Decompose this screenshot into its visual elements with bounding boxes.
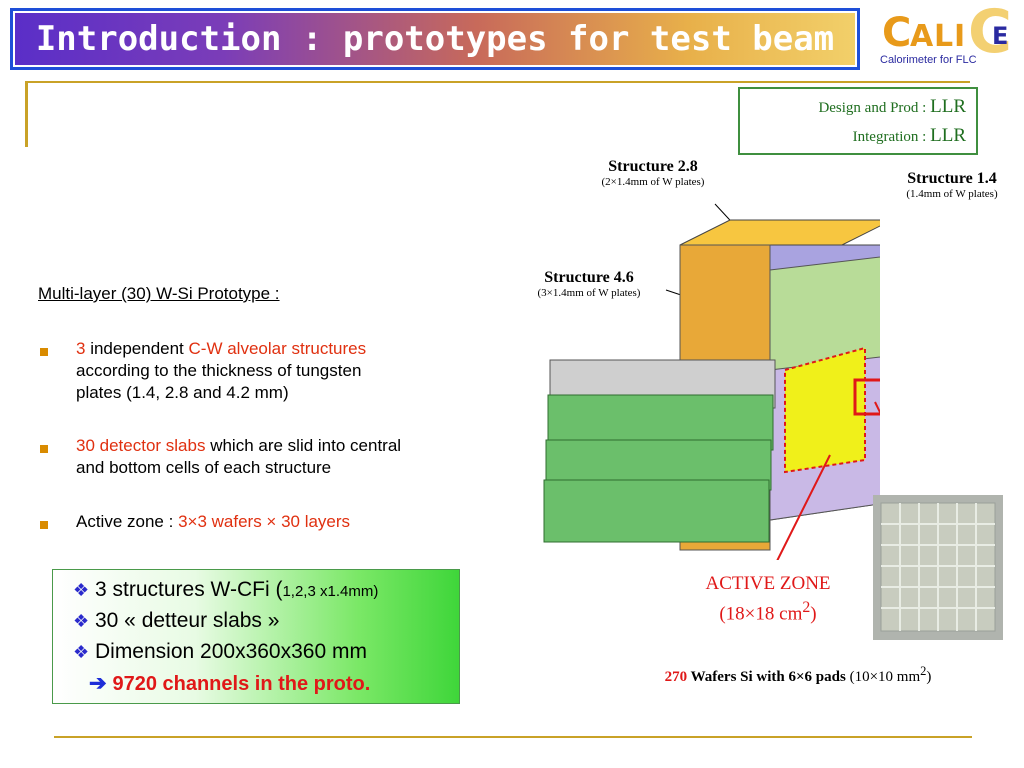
wafer-pads-end: ) [926, 669, 932, 685]
structure-name: Structure 4.6 [544, 269, 634, 286]
summary-line-dimension: ❖ Dimension 200x360x360 mm [73, 640, 367, 664]
prototype-heading: Multi-layer (30) W-Si Prototype : [38, 284, 280, 303]
logo-letter-e: E [992, 22, 1008, 50]
summary-line-structures: ❖ 3 structures W-CFi (1,2,3 x1.4mm) [73, 578, 378, 602]
design-label: Design and Prod : [818, 100, 931, 116]
logo-letter-c2: C [968, 2, 1012, 67]
bullet-text: Active zone : [76, 512, 179, 531]
diamond-bullet-icon: ❖ [73, 611, 90, 631]
calice-logo: C A L I C E [878, 2, 1022, 72]
left-divider [25, 81, 28, 147]
structure-desc: (2×1.4mm of W plates) [601, 176, 705, 188]
active-zone-area [784, 346, 866, 474]
summary-line-slabs: ❖ 30 « detteur slabs » [73, 609, 279, 633]
page-title: Introduction : prototypes for test beam [35, 19, 835, 59]
integration-value: LLR [930, 125, 966, 146]
wafers-note: 270 Wafers Si with 6×6 pads (10×10 mm2) [608, 664, 988, 686]
integration-label: Integration : [852, 129, 931, 145]
structure-top-2-8 [679, 219, 880, 246]
logo-letter-i: I [954, 19, 965, 54]
bullet-text: according to the thickness of tungsten [76, 361, 362, 380]
wafer-photo [873, 495, 1003, 640]
structure-desc: (3×1.4mm of W plates) [537, 287, 641, 299]
bullet-icon [40, 521, 48, 529]
active-zone-size-sup: 2 [802, 599, 811, 616]
bullet-icon [40, 445, 48, 453]
design-credit: Design and Prod : LLR [740, 93, 966, 122]
active-zone-title: ACTIVE ZONE [705, 573, 831, 594]
active-zone-pointer [776, 454, 831, 560]
credits-box: Design and Prod : LLR Integration : LLR [738, 87, 978, 155]
structure-name: Structure 1.4 [907, 170, 997, 187]
wafer-pads: (10×10 mm [849, 669, 921, 685]
logo-letter-a: A [910, 19, 934, 54]
bullet-text: which are slid into central [205, 436, 402, 455]
structure-label-2-8: Structure 2.8 (2×1.4mm of W plates) [578, 158, 728, 188]
active-zone-size-end: ) [810, 603, 817, 625]
active-zone-label: ACTIVE ZONE (18×18 cm2) [672, 572, 864, 626]
diamond-bullet-icon: ❖ [73, 642, 90, 662]
bullet-text: plates (1.4, 2.8 and 4.2 mm) [76, 383, 289, 402]
summary-text: 3 structures W-CFi ( [94, 578, 283, 601]
bullet-item-active-zone: Active zone : 3×3 wafers × 30 layers [76, 511, 516, 533]
bullet-item-structures: 3 independent C-W alveolar structures ac… [76, 338, 516, 404]
bullet-icon [40, 348, 48, 356]
summary-text-small: 1,2,3 x1.4mm) [282, 583, 379, 600]
top-divider [26, 81, 970, 83]
summary-line-channels: ➔ 9720 channels in the proto. [89, 671, 370, 696]
summary-text: Dimension 200x360x360 mm [94, 640, 367, 663]
integration-credit: Integration : LLR [740, 122, 966, 151]
logo-subtitle: Calorimeter for FLC [880, 54, 977, 66]
summary-channels: 9720 channels in the proto. [112, 673, 371, 695]
right-arrow-icon: ➔ [89, 672, 107, 695]
bullet-text: C-W alveolar structures [188, 339, 367, 358]
logo-letter-c1: C [882, 10, 911, 56]
detector-slabs [543, 359, 776, 543]
diamond-bullet-icon: ❖ [73, 580, 90, 600]
summary-box: ❖ 3 structures W-CFi (1,2,3 x1.4mm) ❖ 30… [52, 569, 460, 704]
wafer-highlight [853, 378, 880, 416]
structure-label-1-4: Structure 1.4 (1.4mm of W plates) [880, 170, 1024, 200]
wafer-text: Wafers Si with 6×6 pads [687, 669, 850, 685]
logo-letter-l: L [934, 19, 953, 54]
structure-desc: (1.4mm of W plates) [906, 188, 998, 200]
active-zone-size: (18×18 cm2) [672, 596, 864, 626]
structure-name: Structure 2.8 [608, 158, 698, 175]
wafer-pads-sup: 2 [920, 664, 927, 678]
title-banner [10, 8, 860, 70]
bullet-text: 3 [76, 339, 86, 358]
bullet-item-slabs: 30 detector slabs which are slid into ce… [76, 435, 516, 479]
bullet-text: 30 detector slabs [76, 436, 206, 455]
bullet-text: and bottom cells of each structure [76, 458, 332, 477]
active-zone-size-text: (18×18 cm [719, 603, 803, 625]
prototype-diagram [543, 203, 880, 560]
bottom-divider [54, 736, 972, 738]
bullet-text: independent [85, 339, 189, 358]
wafer-count: 270 [664, 669, 688, 685]
bullet-text: 3×3 wafers × 30 layers [178, 512, 351, 531]
design-value: LLR [930, 96, 966, 117]
summary-text: 30 « detteur slabs » [94, 609, 280, 632]
structure-label-4-6: Structure 4.6 (3×1.4mm of W plates) [512, 269, 666, 299]
